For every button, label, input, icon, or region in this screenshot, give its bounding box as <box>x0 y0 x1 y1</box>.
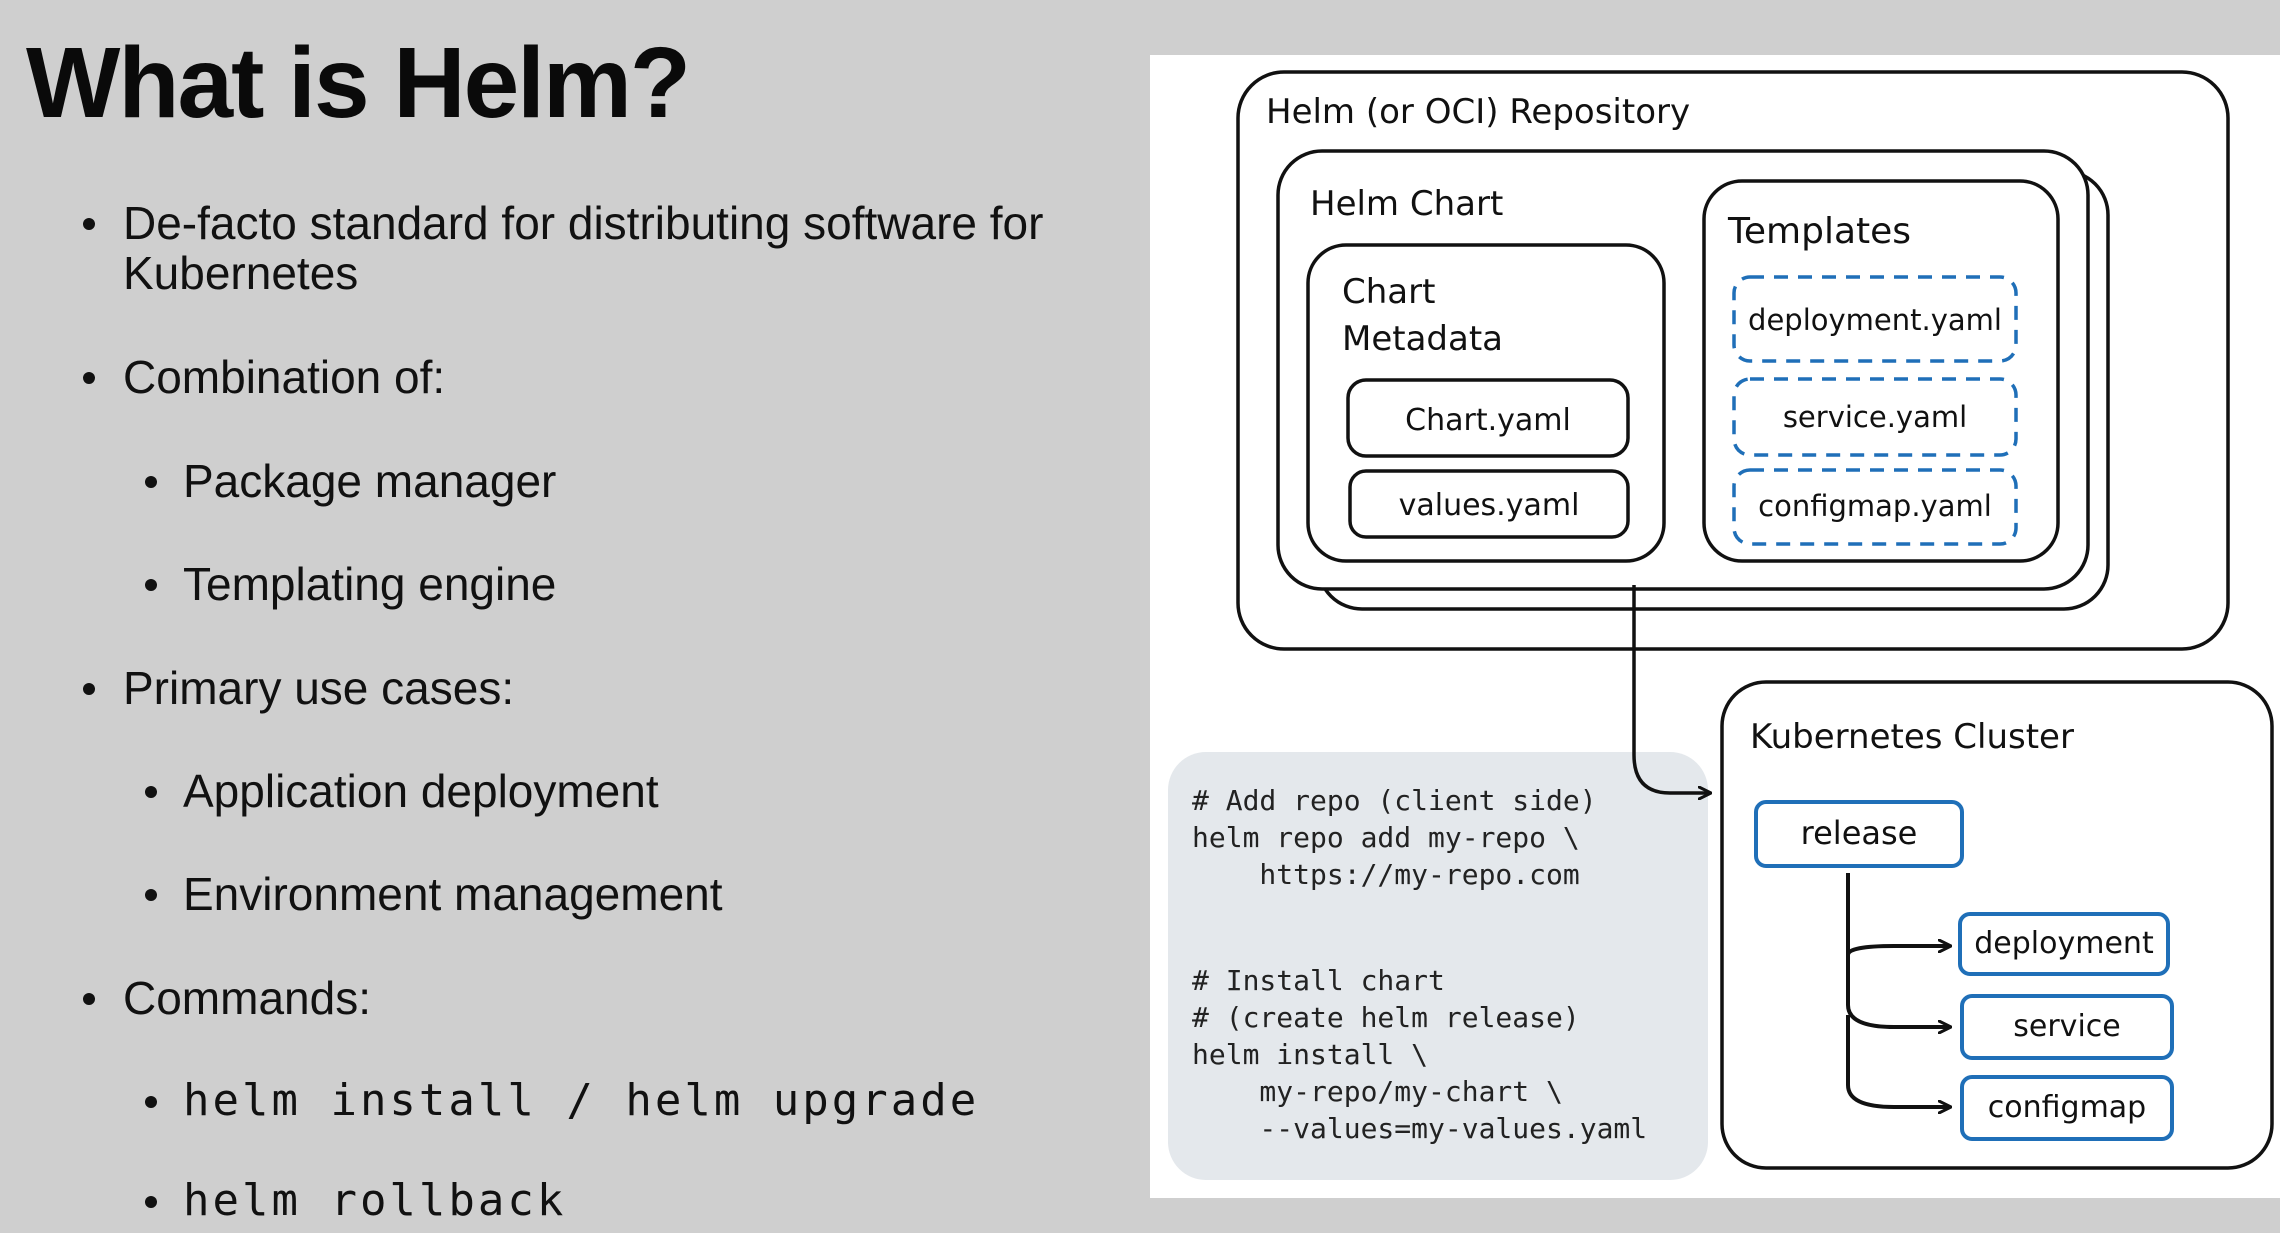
release-label: release <box>1801 814 1918 852</box>
template-file-box <box>1732 377 2018 457</box>
template-file-box <box>1732 275 2018 363</box>
chart-label: Helm Chart <box>1310 184 1503 224</box>
bullet-dot-icon <box>145 1196 157 1208</box>
sub-bullet-item: Application deployment <box>145 765 659 817</box>
resource-label: service <box>2013 1009 2120 1044</box>
slide-title: What is Helm? <box>26 27 691 139</box>
chart-yaml-label: Chart.yaml <box>1405 403 1571 438</box>
bullet-dot-icon <box>83 993 95 1005</box>
release-to-configmap-arrow <box>1846 1015 1950 1107</box>
template-file-box <box>1732 468 2018 546</box>
cluster-label: Kubernetes Cluster <box>1750 717 2074 757</box>
metadata-label-2: Metadata <box>1342 319 1503 359</box>
helm-diagram: Helm (or OCI) Repository Helm Chart Char… <box>1168 70 2274 1180</box>
code-line: helm repo add my-repo \ <box>1192 821 1580 854</box>
metadata-box <box>1306 243 1666 563</box>
repository-label: Helm (or OCI) Repository <box>1266 92 1690 132</box>
template-file-label: configmap.yaml <box>1758 489 1992 523</box>
sub-bullet-item: Package manager <box>145 455 557 507</box>
template-file-label: deployment.yaml <box>1748 303 2002 337</box>
bullet-text: Environment management <box>183 868 723 920</box>
bullet-text: Commands: <box>123 972 371 1024</box>
templates-label: Templates <box>1727 211 1911 252</box>
diagram-panel: Helm (or OCI) Repository Helm Chart Char… <box>1150 55 2280 1198</box>
metadata-label-1: Chart <box>1342 272 1435 312</box>
bullet-text: Package manager <box>183 455 557 507</box>
bullet-dot-icon <box>145 579 157 591</box>
bullet-item: De-facto standard for distributing softw… <box>83 197 1044 249</box>
release-to-service-arrow <box>1846 955 1950 1027</box>
bullet-text: Combination of: <box>123 351 446 403</box>
templates-box <box>1702 179 2060 563</box>
bullet-text: De-facto standard for distributing softw… <box>123 197 1044 249</box>
bullet-dot-icon <box>145 1096 157 1108</box>
code-lines: # Add repo (client side) helm repo add m… <box>1192 784 1647 1145</box>
bullet-dot-icon <box>145 889 157 901</box>
chart-yaml-box <box>1346 378 1630 458</box>
bullet-item: Commands: <box>83 972 371 1024</box>
resource-label: deployment <box>1974 926 2154 961</box>
bullet-dot-icon <box>83 218 95 230</box>
bullet-item: Combination of: <box>83 351 446 403</box>
bullet-dot-icon <box>83 683 95 695</box>
sub-bullet-item: Templating engine <box>145 558 557 610</box>
values-yaml-box <box>1348 469 1630 539</box>
resource-box <box>1960 994 2174 1060</box>
chart-box <box>1276 149 2090 591</box>
resource-box <box>1958 912 2170 976</box>
template-file-label: service.yaml <box>1783 400 1967 434</box>
bullet-dot-icon <box>83 372 95 384</box>
values-yaml-label: values.yaml <box>1399 488 1580 523</box>
bullet-text: Kubernetes <box>123 247 359 299</box>
bullet-dot-icon <box>145 476 157 488</box>
code-line: # Add repo (client side) <box>1192 784 1597 817</box>
bullet-code-text: helm rollback <box>183 1175 567 1226</box>
code-line: my-repo/my-chart \ <box>1192 1075 1563 1108</box>
sub-bullet-item: helm rollback <box>145 1175 567 1226</box>
sub-bullet-item: Environment management <box>145 868 723 920</box>
code-line: --values=my-values.yaml <box>1192 1112 1647 1145</box>
code-line: # (create helm release) <box>1192 1001 1580 1034</box>
sub-bullet-item: helm install / helm upgrade <box>145 1075 980 1126</box>
release-box <box>1754 800 1964 868</box>
bullet-item-continuation: Kubernetes <box>123 248 358 298</box>
install-arrow <box>1632 585 1710 793</box>
bullet-dot-icon <box>145 786 157 798</box>
resource-box <box>1960 1075 2174 1141</box>
code-line: helm install \ <box>1192 1038 1428 1071</box>
code-line: https://my-repo.com <box>1192 858 1580 891</box>
bullet-text: Primary use cases: <box>123 662 515 714</box>
repository-box <box>1236 70 2230 651</box>
bullet-text: Application deployment <box>183 765 659 817</box>
code-block <box>1168 752 1708 1180</box>
code-line: # Install chart <box>1192 964 1445 997</box>
bullet-code-text: helm install / helm upgrade <box>183 1075 980 1126</box>
bullet-item: Primary use cases: <box>83 662 515 714</box>
resource-label: configmap <box>1988 1090 2146 1125</box>
release-to-deployment-arrow <box>1846 873 1950 956</box>
bullet-text: Templating engine <box>183 558 557 610</box>
